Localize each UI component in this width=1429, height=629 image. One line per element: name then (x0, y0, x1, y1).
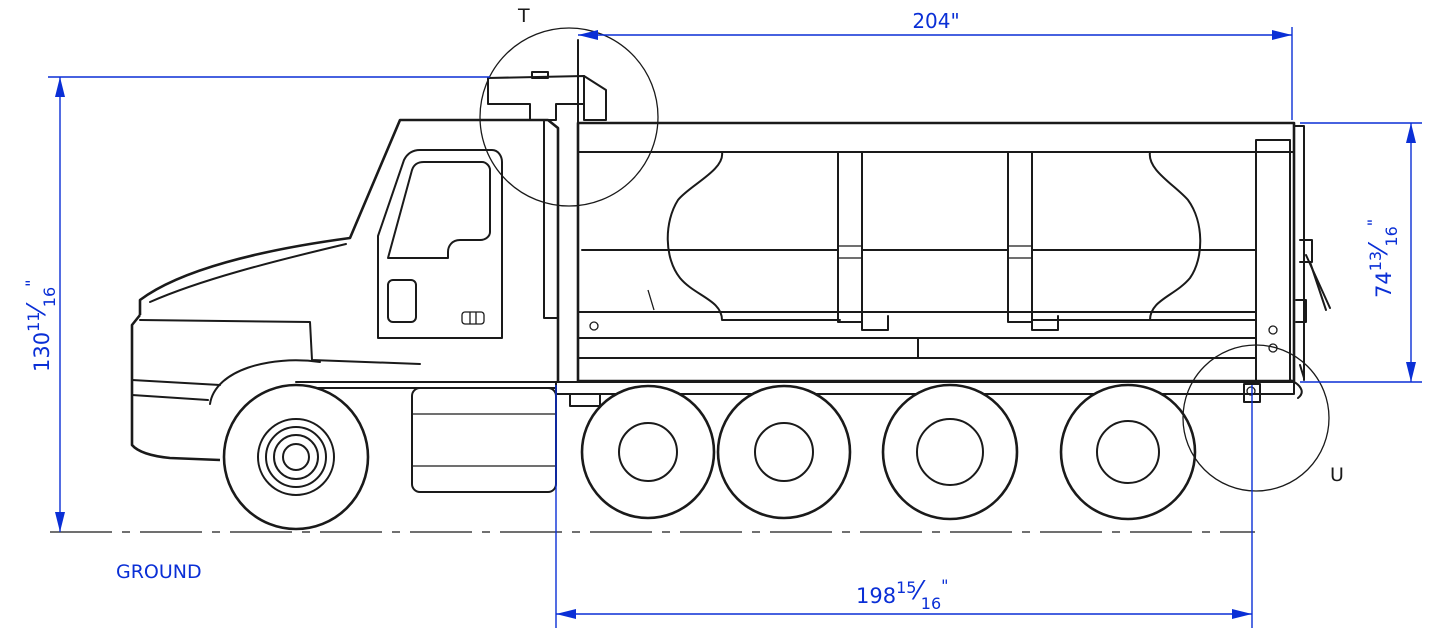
body-height-whole: 74 (1372, 271, 1396, 298)
rear-wheel-3 (881, 383, 1019, 521)
fuel-tank (411, 387, 557, 493)
body-height-numerator: 13 (1366, 251, 1385, 271)
callout-label-t: T (517, 5, 530, 27)
ground-label: GROUND (116, 561, 202, 583)
body-height-denominator: 16 (1382, 226, 1401, 246)
detail-circle-t (479, 27, 659, 207)
rear-wheel-4 (1059, 383, 1197, 521)
rear-wheel-1 (580, 384, 716, 520)
cab (130, 39, 607, 462)
wheelbase-denominator: 16 (921, 594, 941, 613)
callout-label-u: U (1330, 464, 1344, 486)
detail-circle-u (1182, 344, 1330, 492)
front-wheel (222, 383, 370, 531)
svg-text:7413⁄16": 7413⁄16" (1364, 219, 1401, 298)
overall-height-whole: 130 (30, 332, 54, 372)
dimension-body-height: 7413⁄16" (1300, 122, 1422, 383)
wheelbase-whole: 198 (856, 584, 896, 608)
body-height-unit: " (1364, 219, 1383, 226)
dimension-body-length: 204" (578, 9, 1293, 120)
overall-height-numerator: 11 (24, 312, 43, 332)
dimension-overall-height: 13011⁄16" (22, 76, 490, 532)
body-length-value: 204" (912, 9, 959, 33)
svg-text:13011⁄16": 13011⁄16" (22, 279, 59, 372)
dump-body (576, 121, 1331, 383)
overall-height-denominator: 16 (40, 287, 59, 307)
wheelbase-unit: " (941, 576, 948, 595)
wheelbase-numerator: 15 (896, 578, 916, 597)
overall-height-unit: " (22, 279, 41, 286)
rear-wheel-2 (716, 384, 852, 520)
dimension-wheelbase: 19815⁄16" (555, 385, 1253, 628)
svg-text:19815⁄16": 19815⁄16" (856, 576, 949, 613)
